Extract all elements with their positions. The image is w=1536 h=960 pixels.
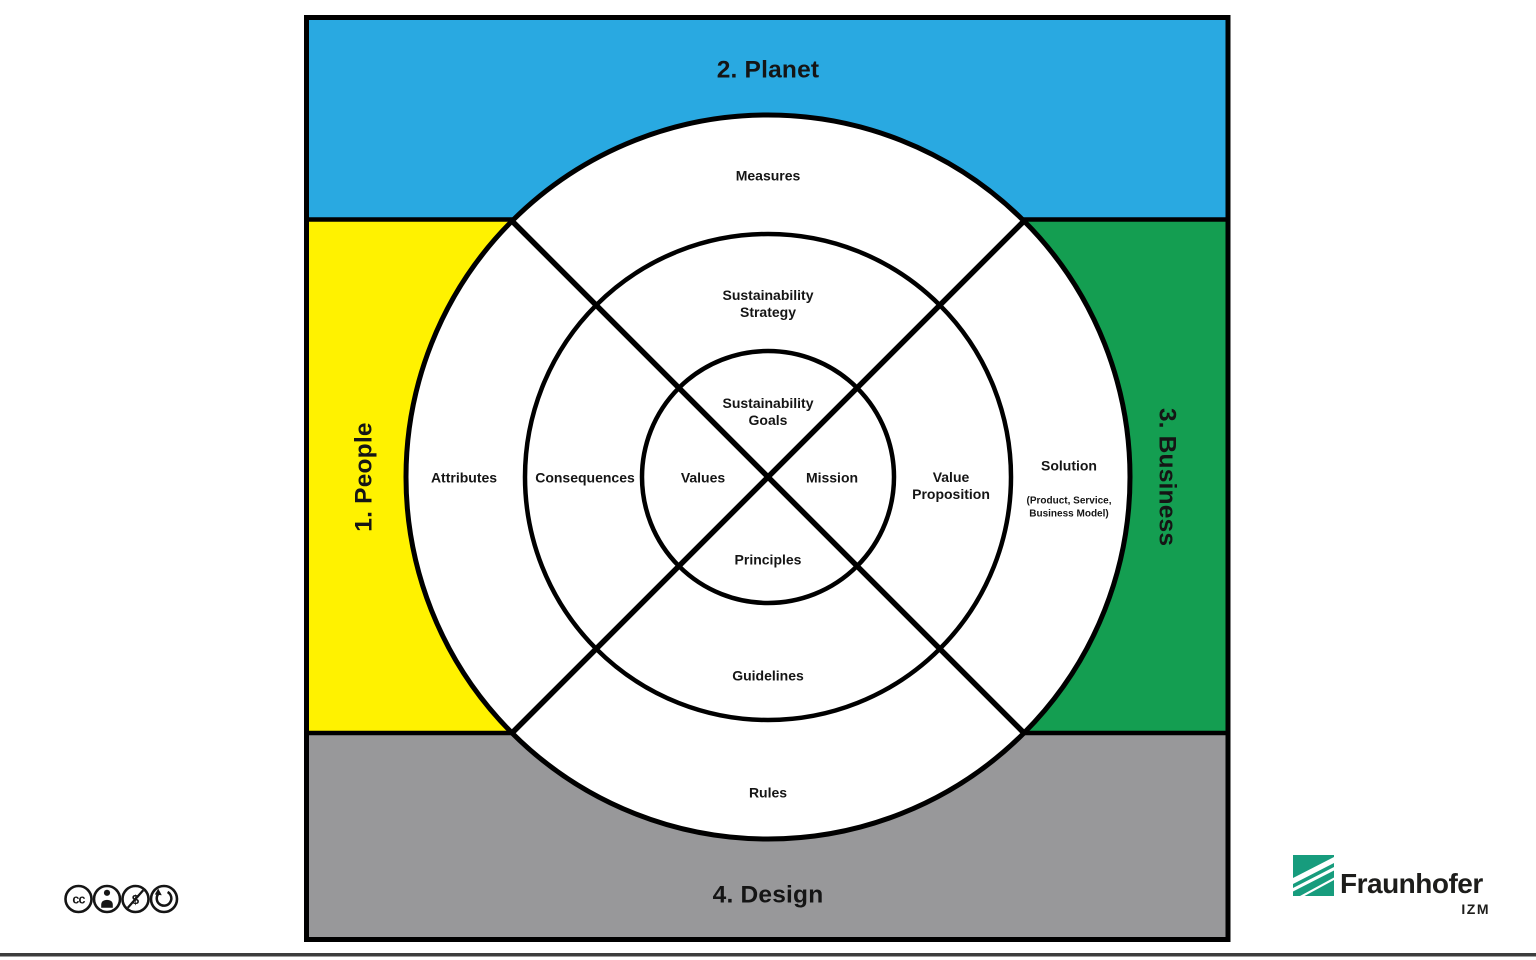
share-alike-arrowhead <box>154 888 162 896</box>
diagram-border <box>304 15 1231 942</box>
middle-circle <box>522 231 1014 723</box>
cc-icon-glyph: cc <box>72 892 85 906</box>
cc-icon <box>64 884 93 914</box>
cc-license-badges: cc $ <box>64 884 179 914</box>
attribution-icon <box>92 884 122 914</box>
emblem-stripe-2 <box>1293 867 1334 892</box>
attribution-person-body <box>101 899 113 908</box>
fraunhofer-wordmark: Fraunhofer <box>1340 868 1483 899</box>
emblem-stripe-1 <box>1293 857 1334 884</box>
izm-label: IZM <box>1461 901 1490 917</box>
share-alike-icon <box>149 884 179 914</box>
emblem-stripe-3 <box>1300 877 1334 896</box>
inner-circle <box>639 348 897 606</box>
attribution-person-head <box>103 889 111 896</box>
diagonal-line-ne-sw <box>510 219 1026 735</box>
non-commercial-icon <box>121 884 150 914</box>
non-commercial-slash <box>126 889 145 909</box>
fraunhofer-logo: Fraunhofer IZM <box>1293 855 1490 917</box>
page-bottom-rule <box>0 953 1536 957</box>
share-alike-arrow-arc <box>155 890 173 907</box>
